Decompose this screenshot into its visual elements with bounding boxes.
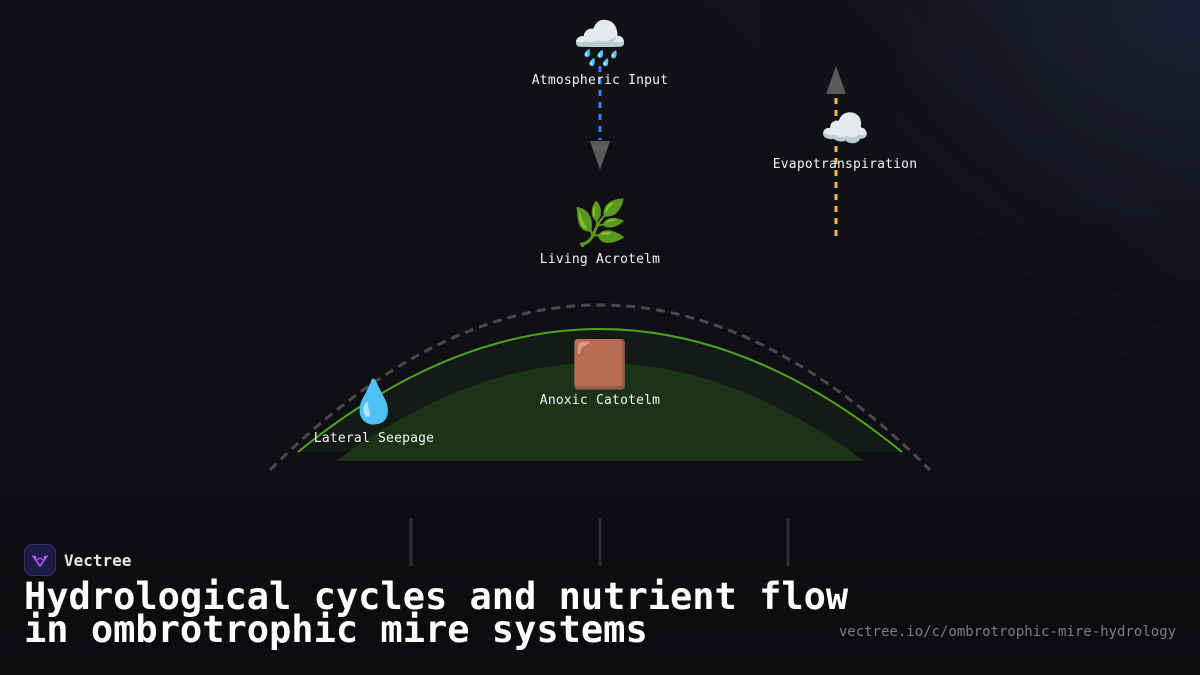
anoxic-catotelm-label: Anoxic Catotelm bbox=[539, 393, 661, 408]
brand-name: Vectree bbox=[64, 550, 132, 570]
brown-square-icon: 🟫 bbox=[571, 337, 628, 391]
rain-cloud-icon: 🌧️ bbox=[573, 16, 628, 69]
evap-arrow-head bbox=[826, 66, 846, 94]
evapotranspiration-label: Evapotranspiration bbox=[772, 157, 918, 172]
lateral-seepage-label: Lateral Seepage bbox=[313, 431, 435, 446]
acrotelm-outline bbox=[297, 328, 903, 453]
brand[interactable]: Vectree bbox=[24, 544, 131, 576]
page-title: Hydrological cycles and nutrient flow in… bbox=[24, 575, 849, 651]
vectree-logo-icon bbox=[24, 544, 56, 576]
catotelm-layer bbox=[336, 363, 864, 461]
outer-dome-outline bbox=[268, 303, 932, 472]
background-rays bbox=[700, 0, 1200, 420]
atmospheric-input-label: Atmospheric Input bbox=[531, 73, 669, 88]
droplet-icon: 💧 bbox=[348, 377, 400, 426]
living-acrotelm-label: Living Acrotelm bbox=[539, 252, 661, 267]
cloud-icon: ☁️ bbox=[820, 106, 870, 152]
herb-icon: 🌿 bbox=[573, 198, 628, 249]
input-arrow-head bbox=[590, 141, 610, 170]
source-url[interactable]: vectree.io/c/ombrotrophic-mire-hydrology bbox=[838, 624, 1176, 640]
